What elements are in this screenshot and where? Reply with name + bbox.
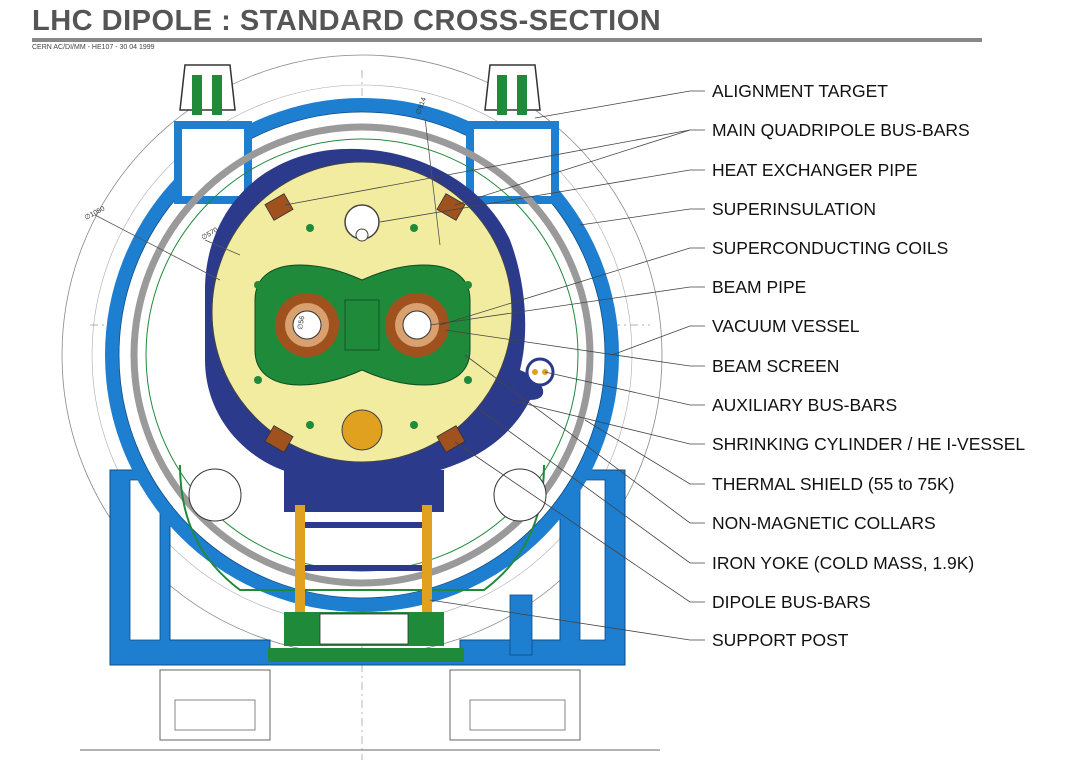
dimension-leader-1050: [94, 214, 221, 281]
leader-main-quadripole-b: [454, 129, 691, 206]
alignment-target-right-green-b: [517, 75, 527, 115]
auxiliary-bus-bars: [525, 357, 555, 387]
label-superconducting-coils: SUPERCONDUCTING COILS: [712, 238, 948, 258]
leader-support-post: [429, 599, 705, 641]
vessel-foot-right-cavity: [579, 479, 606, 641]
leader-dipole-bus-bars: [454, 441, 705, 603]
yoke-hole: [464, 376, 472, 384]
yoke-hole: [464, 281, 472, 289]
dimension-leader-914: [424, 117, 441, 246]
yoke-hole: [254, 376, 262, 384]
alignment-target-right: [484, 64, 541, 111]
support-post-plate: [268, 648, 464, 662]
leader-superinsulation: [579, 208, 705, 226]
left-pipe: [188, 468, 242, 522]
yoke-hole: [306, 224, 314, 232]
leader-heat-exchanger: [379, 169, 705, 223]
dipole-bus-bar-right: [436, 425, 466, 453]
label-heat-exchanger-pipe: HEAT EXCHANGER PIPE: [712, 160, 918, 180]
thermal-shield: [130, 123, 594, 587]
collar-centre: [344, 299, 380, 351]
dipole-bus-bar-left: [264, 425, 294, 453]
leader-iron-yoke: [479, 409, 705, 564]
alignment-target-right-green-a: [497, 75, 507, 115]
alignment-target-left-green-b: [212, 75, 222, 115]
dimension-leader-570: [204, 239, 241, 256]
alignment-target-left: [179, 64, 236, 111]
leader-beam-screen: [444, 329, 705, 367]
label-beam-pipe: BEAM PIPE: [712, 277, 806, 297]
label-auxiliary-bus-bars: AUXILIARY BUS-BARS: [712, 395, 897, 415]
page-title: LHC DIPOLE : STANDARD CROSS-SECTION: [32, 5, 662, 37]
jack-left-inner: [174, 699, 256, 731]
vessel-rib: [509, 594, 533, 656]
leader-non-magnetic-collars: [464, 354, 705, 524]
main-quadripole-bus-bar-left: [264, 193, 294, 221]
support-post-top: [284, 470, 444, 512]
leader-superconducting-coils: [439, 247, 705, 326]
leader-vacuum-vessel: [611, 325, 705, 356]
label-vacuum-vessel: VACUUM VESSEL: [712, 316, 860, 336]
label-superinsulation: SUPERINSULATION: [712, 199, 876, 219]
label-iron-yoke: IRON YOKE (COLD MASS, 1.9K): [712, 553, 974, 573]
leader-alignment-target: [534, 90, 705, 119]
beam-pipe-left: [292, 310, 322, 340]
drawing-reference: CERN AC/DI/MM - HE107 - 30 04 1999: [32, 44, 155, 51]
support-post-leg-right: [422, 505, 432, 615]
support-post-base-window: [319, 613, 409, 645]
label-beam-screen: BEAM SCREEN: [712, 356, 839, 376]
label-dipole-bus-bars: DIPOLE BUS-BARS: [712, 592, 871, 612]
support-post-bar-1: [305, 522, 422, 528]
lower-yoke-hole: [341, 409, 383, 451]
yoke-hole: [254, 281, 262, 289]
support-post-leg-left: [295, 505, 305, 615]
label-main-quadripole-bus-bars: MAIN QUADRIPOLE BUS-BARS: [712, 120, 970, 140]
jack-right-inner: [469, 699, 566, 731]
dimension-56: ∅56: [297, 315, 306, 330]
label-alignment-target: ALIGNMENT TARGET: [712, 81, 888, 101]
leader-lines: [284, 90, 705, 641]
label-support-post: SUPPORT POST: [712, 630, 849, 650]
title-rule: [32, 38, 982, 42]
yoke-hole: [410, 421, 418, 429]
alignment-target-left-green-a: [192, 75, 202, 115]
yoke-hole: [410, 224, 418, 232]
beam-pipe-right: [402, 310, 432, 340]
heat-exchanger-small: [355, 228, 369, 242]
leader-shrinking-cylinder: [509, 399, 705, 445]
leader-thermal-shield: [584, 419, 705, 485]
yoke-hole: [306, 421, 314, 429]
right-pipe: [493, 468, 547, 522]
label-shrinking-cylinder: SHRINKING CYLINDER / HE I-VESSEL: [712, 434, 1025, 454]
support-post-bar-2: [305, 565, 422, 571]
label-thermal-shield: THERMAL SHIELD (55 to 75K): [712, 474, 955, 494]
leader-auxiliary-bus-bars: [544, 371, 705, 406]
label-non-magnetic-collars: NON-MAGNETIC COLLARS: [712, 513, 936, 533]
main-quadripole-bus-bar-right: [436, 193, 466, 221]
aux-bus-bar-a: [532, 369, 538, 375]
leader-beam-pipe: [429, 286, 705, 326]
